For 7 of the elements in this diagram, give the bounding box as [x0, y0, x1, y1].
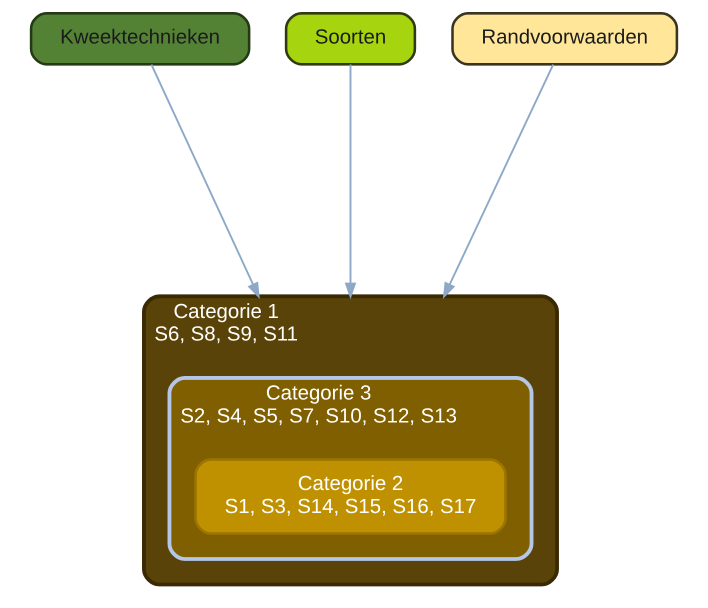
arrow [344, 64, 356, 300]
arrow [150, 64, 260, 299]
arrow [442, 64, 554, 299]
node-box: Kweektechnieken [30, 12, 250, 66]
node-box: Soorten [284, 12, 416, 66]
node-box: Randvoorwaarden [451, 12, 678, 66]
node-box: Categorie 2 S1, S3, S14, S15, S16, S17 [194, 458, 507, 535]
